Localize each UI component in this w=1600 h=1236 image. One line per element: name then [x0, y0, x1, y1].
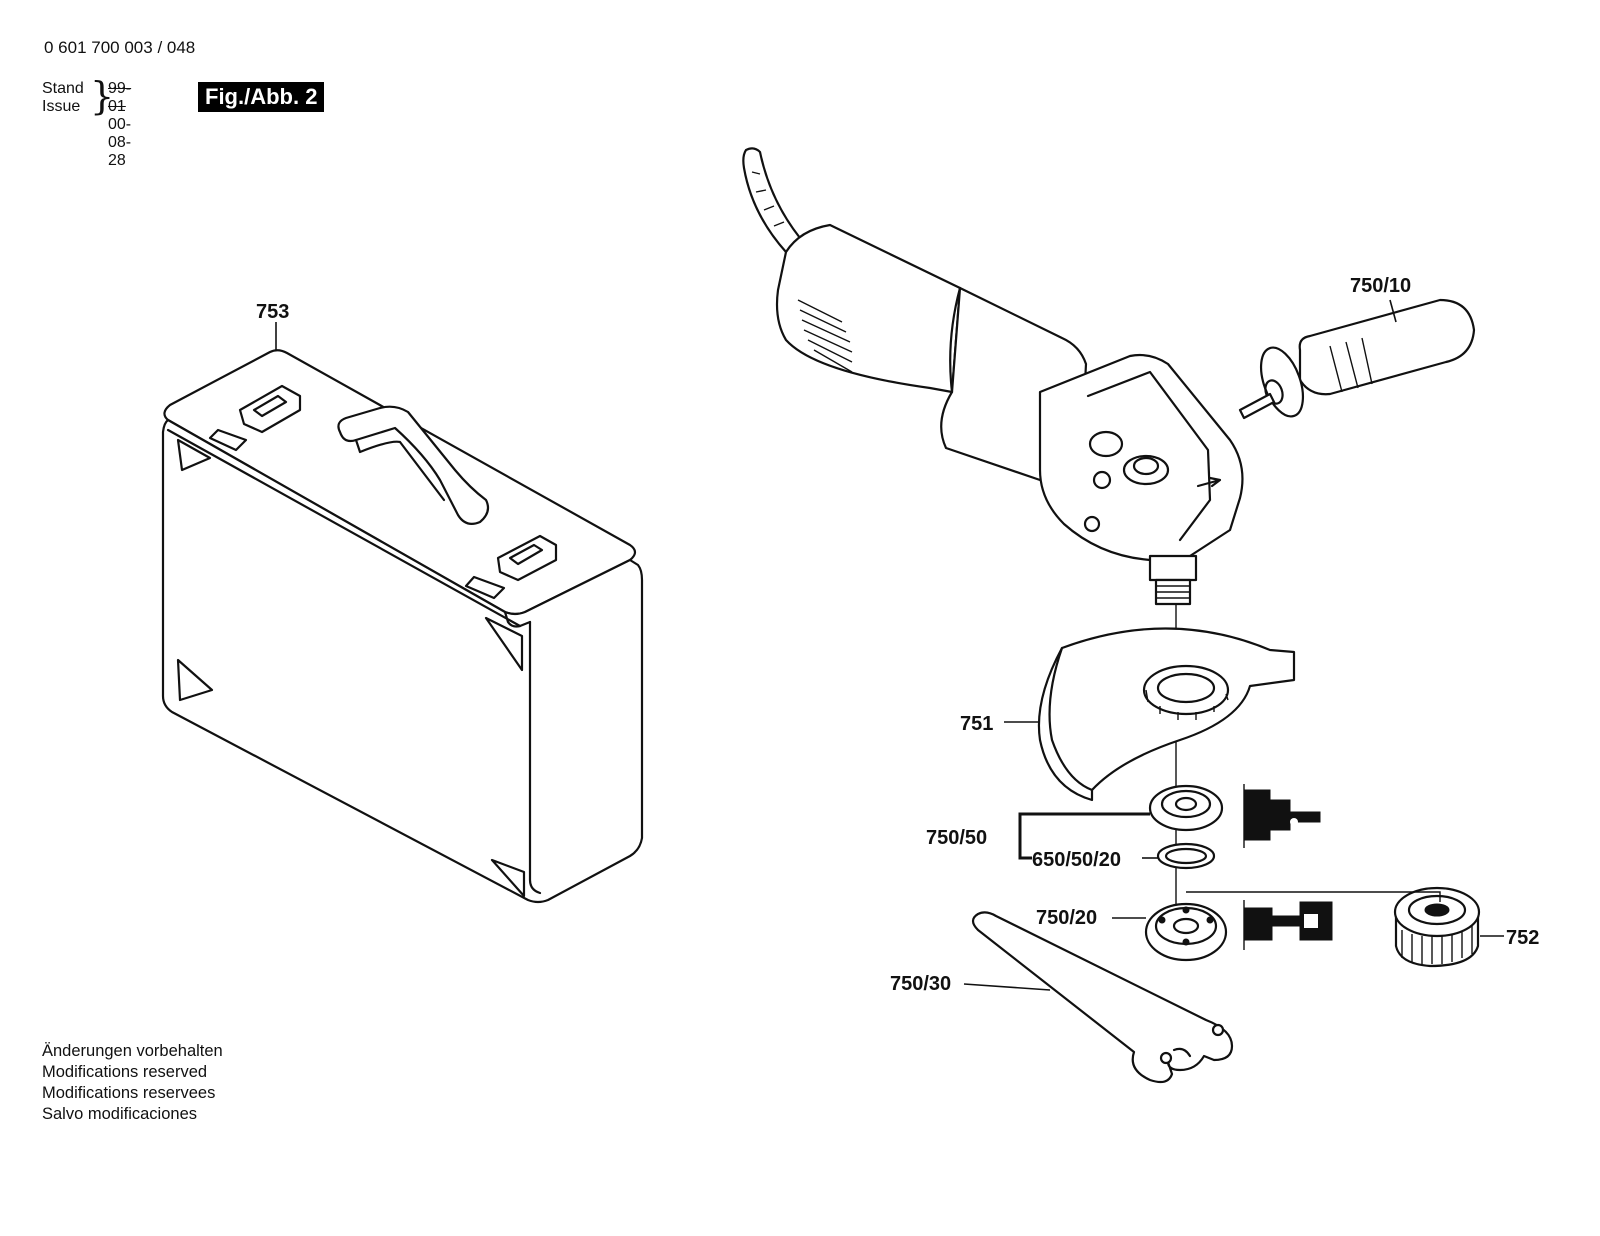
clamping-nut-drawing: [1144, 900, 1333, 962]
document-number: 0 601 700 003 / 048: [44, 38, 196, 57]
part-label-751: 751: [960, 713, 993, 735]
note-es: Salvo modificaciones: [42, 1105, 197, 1123]
part-label-752: 752: [1506, 927, 1539, 949]
part-label-750-30: 750/30: [890, 973, 951, 995]
carrying-case-drawing: [161, 349, 644, 904]
mounting-flange-drawing: [1148, 784, 1321, 870]
note-de: Änderungen vorbehalten: [42, 1042, 223, 1060]
quick-clamping-nut-drawing: [1393, 886, 1481, 968]
issue-date: 00-08-28: [108, 116, 132, 169]
issue-label: Issue: [42, 98, 81, 115]
pin-spanner-drawing: [971, 911, 1234, 1084]
modification-notes: Änderungen vorbehalten Modifications res…: [42, 1041, 223, 1125]
figure-badge: Fig./Abb. 2: [198, 82, 325, 112]
stand-label: Stand: [42, 80, 84, 97]
assembly-alt-line-752: [1186, 891, 1441, 902]
stand-old-date: 99-01: [108, 80, 132, 115]
leader-line-750-50-upper: [1018, 812, 1150, 826]
part-label-750-50: 750/50: [926, 827, 987, 849]
angle-grinder-drawing: [742, 147, 1244, 606]
part-label-750-10: 750/10: [1350, 275, 1411, 297]
note-en: Modifications reserved: [42, 1063, 208, 1081]
wheel-guard-drawing: [1037, 627, 1296, 802]
leader-line-750-10: [1389, 299, 1397, 323]
part-label-750-20: 750/20: [1036, 907, 1097, 929]
part-label-753: 753: [256, 301, 289, 323]
leader-line-750-50-lower: [1018, 826, 1032, 860]
brace-icon: }: [90, 74, 115, 118]
note-fr: Modifications reservees: [42, 1084, 216, 1102]
leader-line-750-30: [963, 983, 1051, 991]
part-label-650-50-20: 650/50/20: [1032, 849, 1121, 871]
auxiliary-handle-drawing: [1238, 298, 1476, 420]
